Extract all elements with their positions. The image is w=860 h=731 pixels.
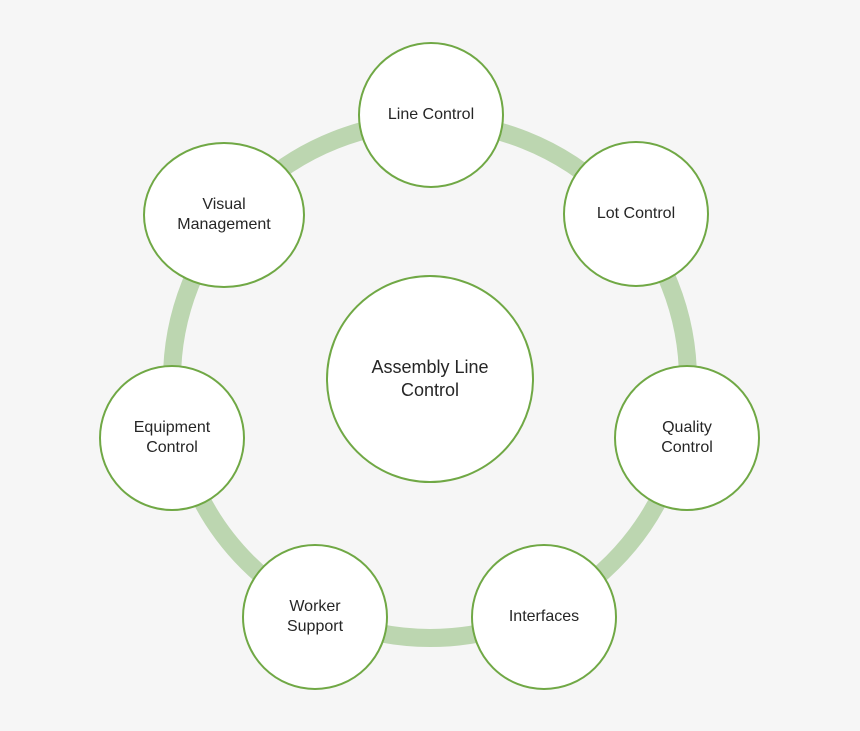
node-lot-control: Lot Control <box>563 141 709 287</box>
center-node: Assembly Line Control <box>326 275 534 483</box>
node-label: Line Control <box>387 106 475 123</box>
node-label: Equipment Control <box>133 419 211 456</box>
node-equipment-control: Equipment Control <box>99 365 245 511</box>
node-line-control: Line Control <box>358 42 504 188</box>
node-interfaces: Interfaces <box>471 544 617 690</box>
node-worker-support: Worker Support <box>242 544 388 690</box>
node-quality-control: Quality Control <box>614 365 760 511</box>
node-label: Worker Support <box>286 598 344 635</box>
center-label: Assembly Line Control <box>371 357 489 400</box>
node-label: Quality Control <box>661 419 713 456</box>
node-label: Visual Management <box>177 196 271 233</box>
node-visual-management: Visual Management <box>143 142 305 288</box>
node-label: Interfaces <box>508 608 580 625</box>
node-label: Lot Control <box>596 205 676 222</box>
